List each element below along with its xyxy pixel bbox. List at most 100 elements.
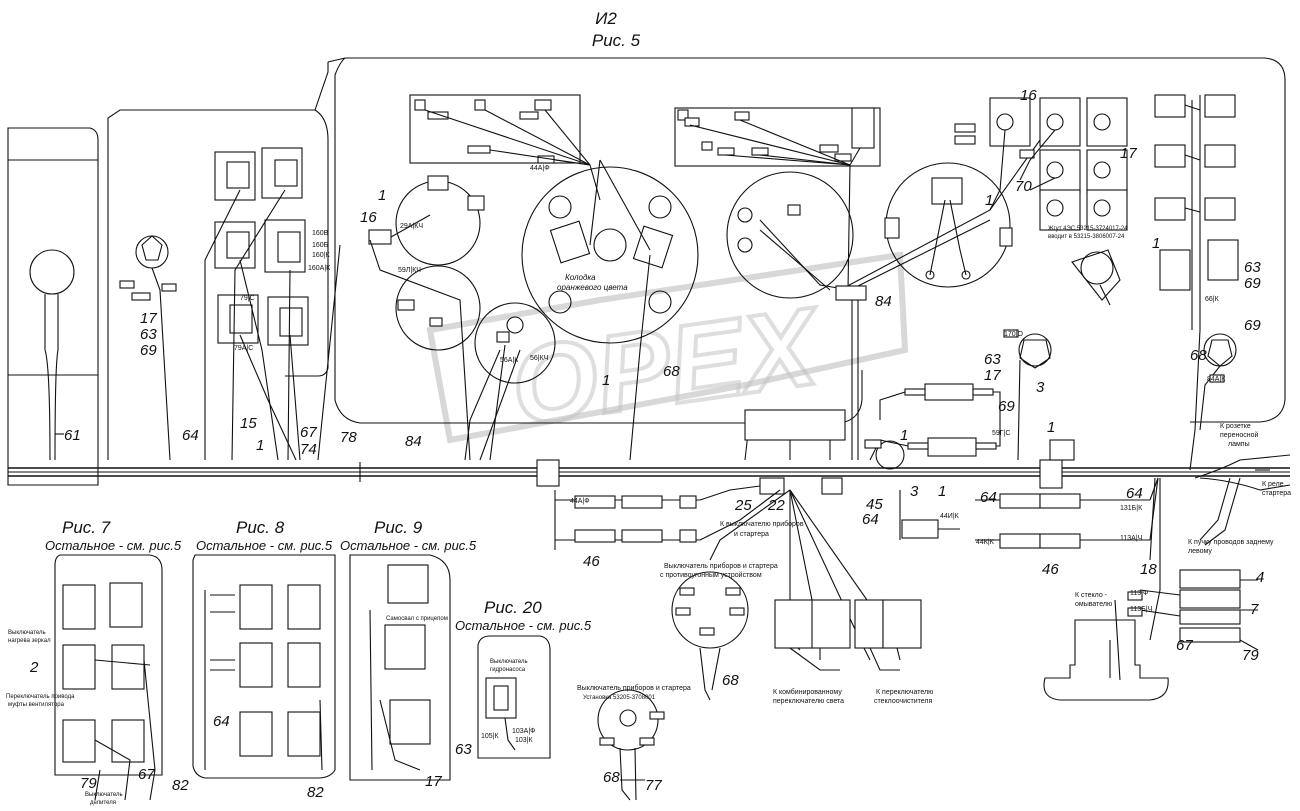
part-label: 68: [722, 672, 739, 689]
part-label: 67: [300, 424, 317, 441]
part-label: 67: [1176, 637, 1193, 654]
fig9-panel: [349, 554, 451, 781]
note-diff-lock-2: муфты вентилятора: [8, 702, 65, 708]
fig20-subtitle: Остальное - см. рис.5: [455, 618, 592, 633]
note-socket: К розетке: [1220, 423, 1251, 430]
note-to-switch: К выключателю приборов: [720, 520, 804, 528]
part-label: 1: [1047, 419, 1055, 436]
part-label: 46: [583, 553, 600, 570]
fig8-panel: [192, 554, 336, 779]
ignition-switch: [597, 571, 749, 801]
note-kit: Жгут 4ЭС 53215-3724017-24: [1048, 226, 1128, 232]
note-hydro-2: гидронасоса: [490, 667, 526, 673]
note-washer: К стекло -: [1075, 592, 1108, 599]
part-label: 84: [405, 433, 422, 450]
fig9-subtitle: Остальное - см. рис.5: [340, 538, 477, 553]
part-label: 64: [182, 427, 199, 444]
part-label: 68: [1190, 347, 1207, 364]
note-kolodka: Колодка: [565, 273, 596, 282]
left-switches: [119, 147, 341, 461]
part-label: 67: [138, 766, 155, 783]
part-label: 1: [256, 437, 264, 454]
note-divider-2: делителя: [90, 800, 116, 806]
part-label: 64: [213, 713, 230, 730]
part-label: 77: [645, 777, 662, 794]
fig8-subtitle: Остальное - см. рис.5: [196, 538, 333, 553]
wire-code: 113Б|Ч: [1130, 606, 1153, 613]
lamp-left: [29, 249, 75, 461]
part-label: 1: [1152, 235, 1160, 252]
part-label: 2: [29, 659, 39, 676]
part-label: 82: [172, 777, 189, 794]
part-label: 17: [425, 773, 442, 790]
part-label: 25: [734, 497, 752, 514]
part-label: 70: [1015, 178, 1032, 195]
part-label: 78: [340, 429, 357, 446]
fig9-title: Рис. 9: [374, 518, 423, 537]
main-harness: [8, 459, 1290, 495]
note-combined: К комбинированному: [773, 688, 842, 696]
part-label: 69: [140, 342, 157, 359]
notes: Колодка оранжевого цвета К выключателю п…: [6, 226, 1291, 806]
part-label: 63: [984, 351, 1001, 368]
note-divider: Выключатель: [85, 792, 123, 798]
note-kolodka-2: оранжевого цвета: [557, 283, 628, 292]
wire-code: 44А|Ф: [530, 165, 550, 172]
wire-code: 59Л|КЧ: [398, 267, 421, 274]
wire-code-labels: 79|C 79А|C 160В 160Б 160|К 160А|К 29А|КЧ…: [234, 165, 1226, 744]
wire-code: 59Г|С: [992, 430, 1010, 437]
wire-code: 56А|К: [500, 357, 519, 364]
part-label: 64: [862, 511, 879, 528]
note-heat-mirror: Выключатель: [8, 630, 46, 636]
part-label: 17: [1120, 145, 1137, 162]
note-washer-2: омывателю: [1075, 601, 1112, 608]
wire-code: 103А|Ф: [512, 728, 536, 735]
part-label: 79: [1242, 647, 1259, 664]
wire-code: 160|К: [312, 252, 330, 259]
part-label: 45: [866, 496, 883, 513]
part-label: 18: [1140, 561, 1157, 578]
note-switch-anti-2: с противоугонным устройством: [660, 571, 762, 579]
part-label: 79: [80, 775, 97, 792]
part-label: 22: [767, 497, 785, 514]
part-label: 1: [602, 372, 610, 389]
wire-code: 29А|КЧ: [400, 223, 423, 230]
dashboard-outline: [7, 57, 1286, 486]
fig8-title: Рис. 8: [236, 518, 285, 537]
note-wiper-2: стеклоочистителя: [874, 698, 933, 705]
sheet-title: И2: [595, 9, 617, 28]
instrument-block-2: [674, 107, 881, 291]
gauges: [368, 139, 1041, 461]
wire-code: 131Б|К: [1120, 505, 1143, 512]
wire-code: 160В: [312, 230, 329, 237]
wire-code: 79|C: [240, 295, 255, 302]
wire-code: 103|К: [515, 737, 533, 744]
wire-code: 56|КЧ: [530, 355, 549, 362]
note-diff-lock: Переключатель привода: [6, 694, 75, 700]
right-parts: [864, 329, 1291, 701]
part-number-labels: 61 17 63 69 64 15 1 67 74 78 84 16 1 1 6…: [29, 87, 1264, 801]
wire-code: 160А|К: [308, 265, 331, 272]
part-label: 46: [1042, 561, 1059, 578]
note-kit-2: вводит в 53215-3806007-24: [1048, 234, 1125, 240]
part-label: 74: [300, 441, 317, 458]
part-label: 3: [1036, 379, 1045, 396]
wire-code: 44И|К: [940, 513, 960, 520]
figure-title: Рис. 5: [592, 31, 641, 50]
wire-code: 105|К: [481, 733, 499, 740]
part-label: 7: [1250, 601, 1259, 618]
wire-code: 113А|Ч: [1120, 535, 1143, 542]
note-rear-bundle-2: левому: [1188, 548, 1212, 555]
note-rear-bundle: К пучку проводов заднему: [1188, 539, 1274, 546]
part-label: 16: [360, 209, 377, 226]
wire-code: 160Б: [312, 242, 329, 249]
part-label: 64: [980, 489, 997, 506]
part-label: 63: [455, 741, 472, 758]
connector-84: [835, 285, 867, 460]
part-label: 63: [1244, 259, 1261, 276]
note-switch-start-2: Установка 53205-3708001: [583, 695, 656, 701]
note-wiper: К переключателю: [876, 689, 933, 696]
note-switch-start: Выключатель приборов и стартера: [577, 684, 691, 692]
wire-code: 84А|К: [1207, 376, 1226, 383]
part-label: 1: [900, 427, 908, 444]
